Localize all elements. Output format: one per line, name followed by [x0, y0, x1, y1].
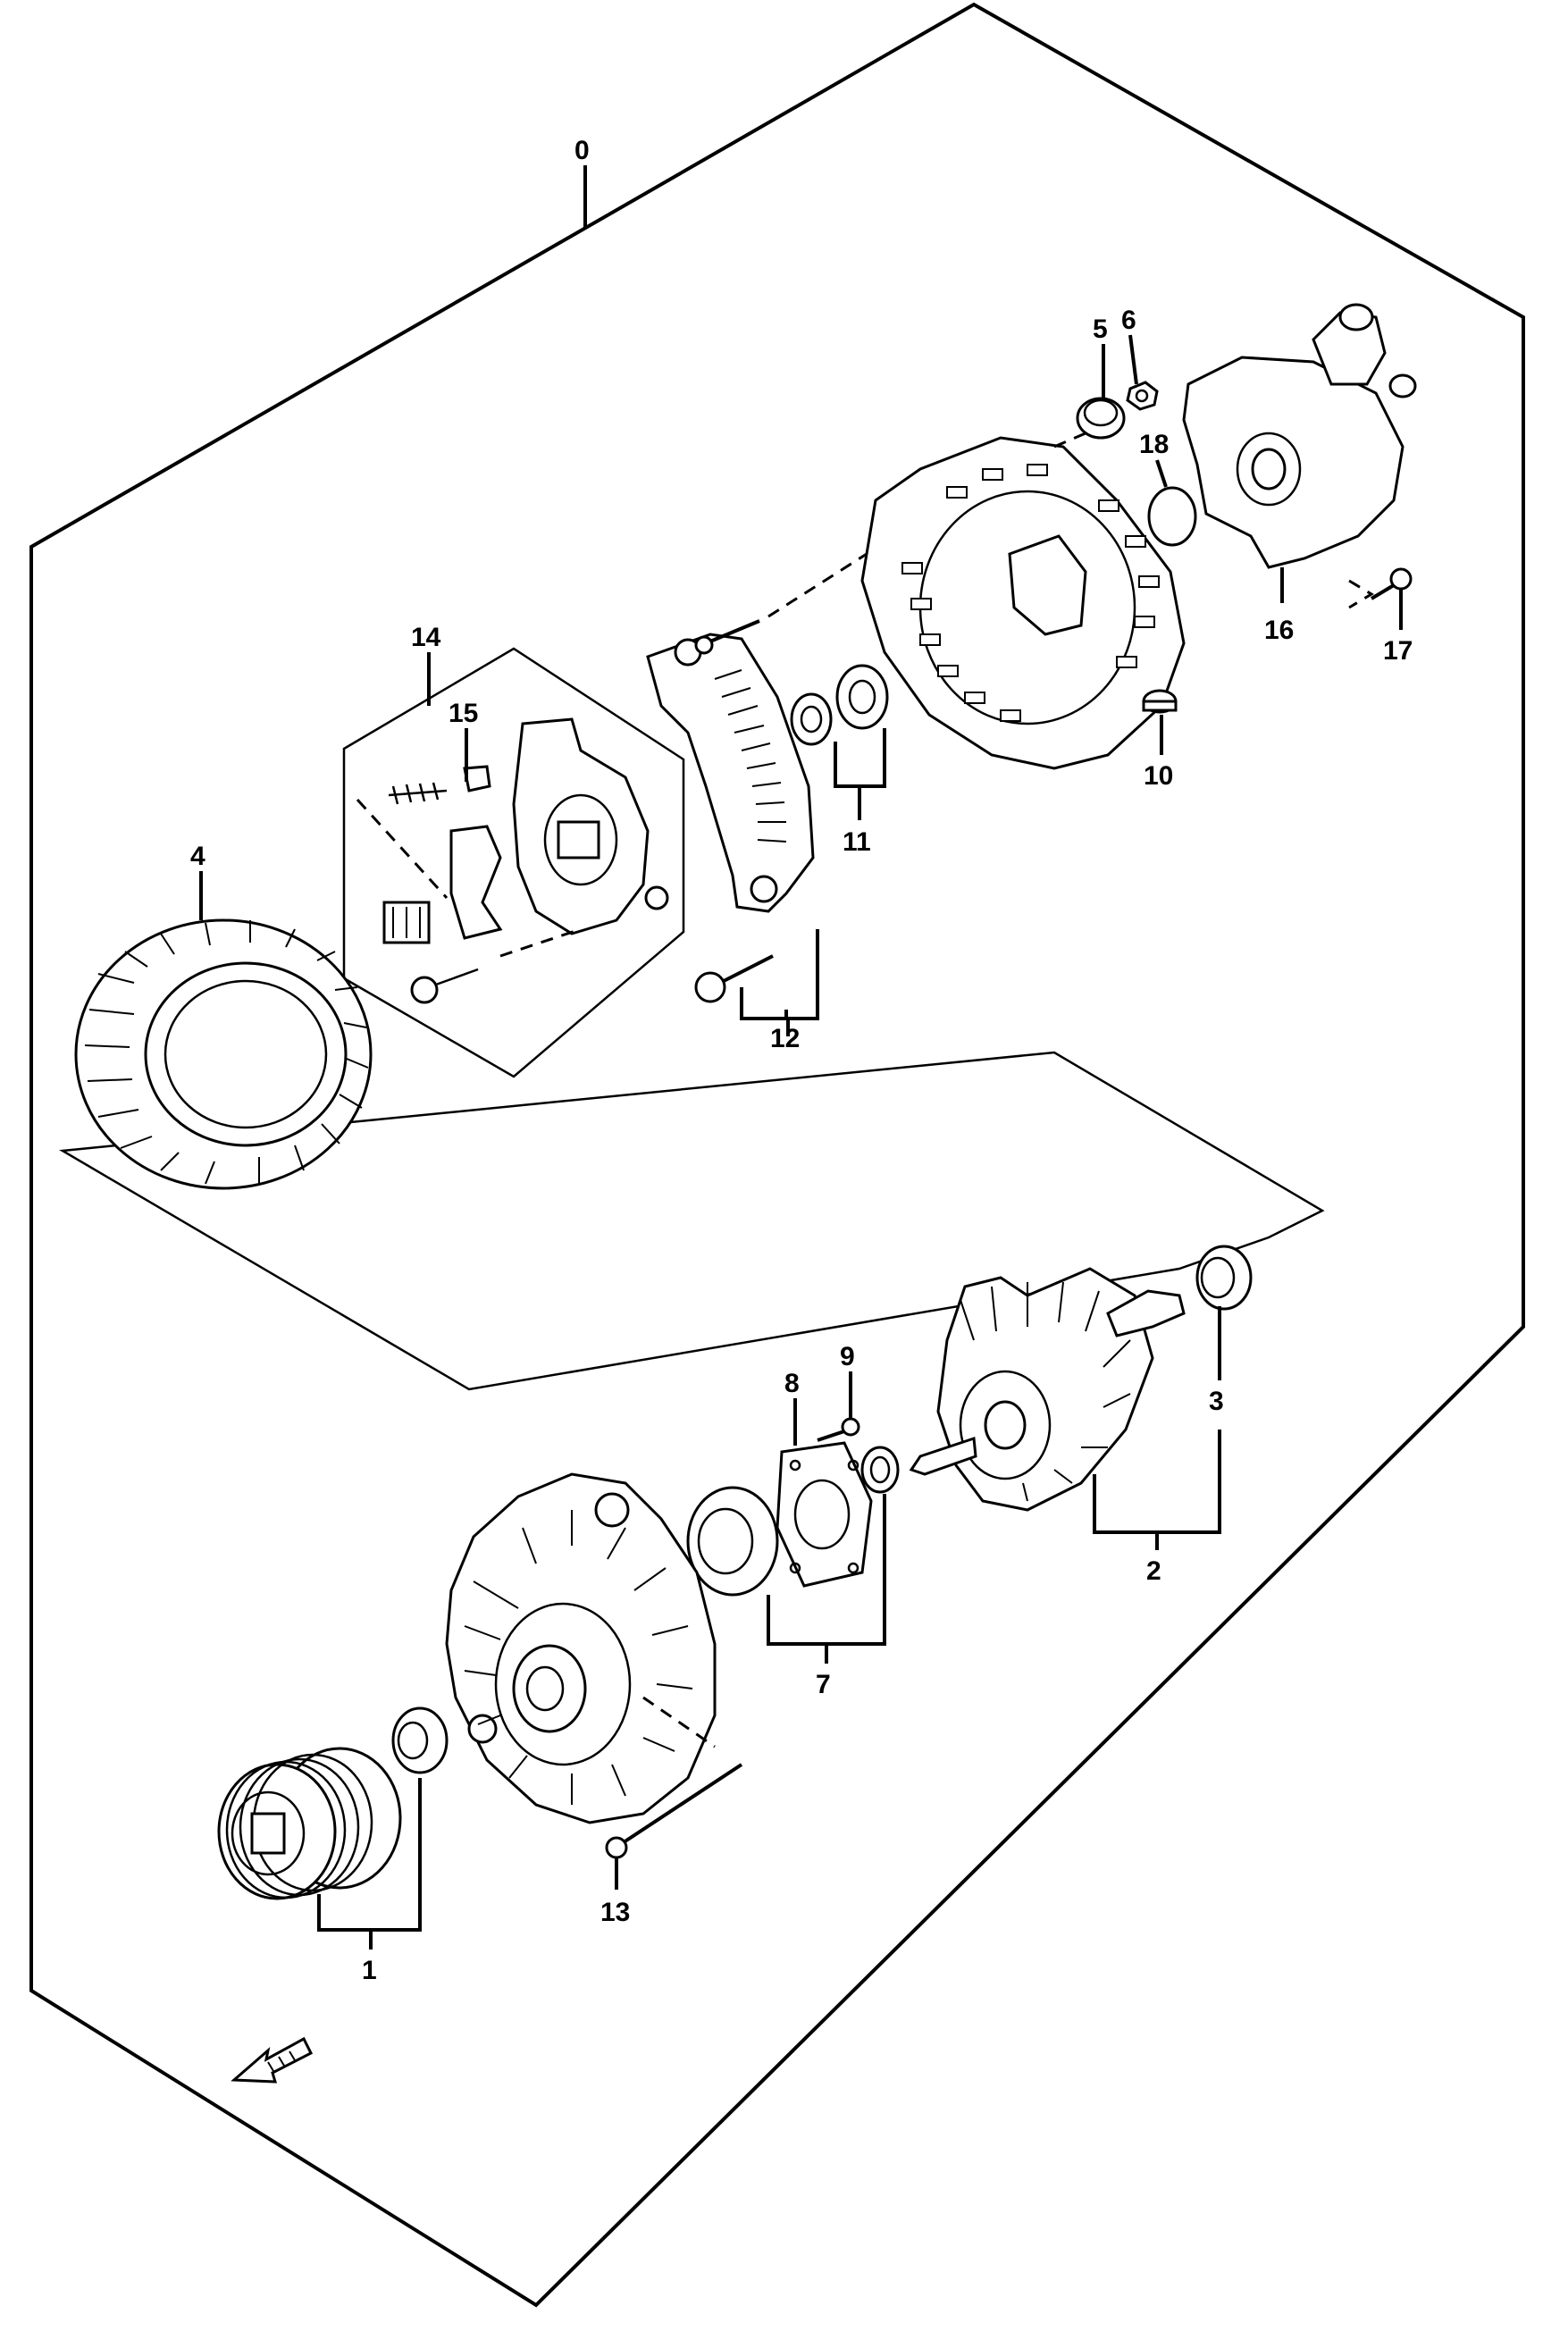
- plate-screw: [817, 1417, 860, 1442]
- pulley: [217, 1747, 402, 1900]
- front-frame: [445, 1472, 717, 1824]
- callout-3: 3: [1209, 1387, 1224, 1416]
- callout-11: 11: [843, 827, 871, 857]
- terminal-cap: [1076, 397, 1126, 440]
- rear-frame: [860, 436, 1186, 770]
- rotor-bearing: [1195, 1245, 1253, 1311]
- callout-10: 10: [1144, 761, 1173, 791]
- leader-lines: [199, 165, 1403, 1949]
- bushing: [1142, 689, 1178, 714]
- brush-dash-line-2: [499, 927, 582, 958]
- callout-6: 6: [1121, 306, 1136, 335]
- rectifier-bolt-upper: [694, 619, 760, 655]
- front-bearing: [686, 1486, 779, 1597]
- callout-0: 0: [574, 136, 590, 165]
- callout-9: 9: [840, 1342, 855, 1371]
- bearing-collar: [790, 692, 833, 746]
- rotor-group-outline: [59, 1051, 1325, 1391]
- brush: [382, 901, 431, 944]
- callout-15: 15: [449, 699, 478, 728]
- brush-spring: [388, 782, 448, 805]
- brush-holder: [512, 717, 669, 935]
- rectifier: [646, 633, 815, 913]
- bearing-retainer-plate: [776, 1441, 873, 1588]
- brush-holder-screw: [410, 968, 479, 1004]
- stator: [74, 918, 373, 1190]
- callout-12: 12: [770, 1024, 800, 1053]
- through-bolt: [605, 1763, 743, 1859]
- callout-5: 5: [1093, 314, 1108, 344]
- callout-18: 18: [1139, 430, 1169, 459]
- pulley-collar: [391, 1706, 449, 1774]
- rotor: [909, 1267, 1186, 1512]
- callout-4: 4: [190, 842, 205, 871]
- brush-terminal: [449, 765, 503, 940]
- terminal-nut: [1126, 381, 1159, 411]
- rear-bearing: [835, 664, 889, 730]
- assembly-outline: [29, 2, 1525, 2308]
- bearing-spacer: [860, 1446, 900, 1494]
- shaft-axis-line: [767, 552, 868, 618]
- vacuum-pump: [1182, 303, 1417, 569]
- callout-17: 17: [1383, 636, 1413, 666]
- pump-bolt: [1370, 567, 1413, 600]
- front-frame-axis-line: [642, 1696, 716, 1748]
- pump-bolt-dash-line: [1348, 579, 1374, 609]
- callout-14: 14: [411, 623, 441, 652]
- rear-frame-axis-line: [1053, 432, 1086, 449]
- o-ring: [1147, 486, 1197, 547]
- front-arrow-icon: [231, 2036, 314, 2084]
- callout-13: 13: [600, 1898, 630, 1927]
- callout-2: 2: [1146, 1556, 1161, 1586]
- callout-16: 16: [1264, 616, 1294, 645]
- rectifier-bolt-lower: [694, 954, 774, 1003]
- brush-dash-line: [356, 798, 449, 900]
- callout-1: 1: [362, 1956, 377, 1985]
- callout-7: 7: [816, 1670, 831, 1699]
- callout-8: 8: [784, 1369, 800, 1398]
